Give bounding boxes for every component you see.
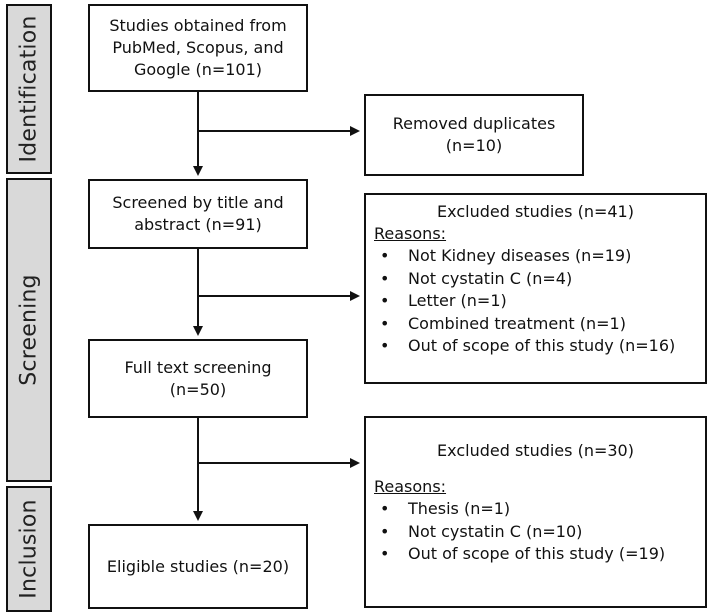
reason-item: • Out of scope of this study (=19): [374, 543, 697, 566]
phase-identification: Identification: [6, 4, 52, 174]
identified-line: Studies obtained from: [109, 16, 287, 35]
fulltext-line: Full text screening: [124, 357, 272, 377]
excluded-box-2: Excluded studies (n=30) Reasons: • Thesis…: [364, 416, 707, 608]
reason-item: • Not cystatin C (n=10): [374, 521, 697, 544]
reason-text: Not cystatin C (n=4): [408, 268, 573, 288]
identified-box: Studies obtained from PubMed, Scopus, an…: [88, 4, 308, 92]
reason-text: Thesis (n=1): [408, 499, 511, 518]
bullet-icon: •: [380, 291, 390, 310]
excluded-1-reasons-label: Reasons:: [374, 224, 447, 243]
bullet-icon: •: [380, 313, 390, 333]
bullet-icon: •: [380, 499, 390, 518]
reason-item: • Letter (n=1): [374, 290, 697, 313]
reason-item: • Not Kidney diseases (n=19): [374, 245, 697, 268]
identified-line: PubMed, Scopus, and: [112, 38, 284, 57]
excluded-2-title: Excluded studies (n=30): [437, 441, 634, 460]
excluded-2-reasons-list: • Thesis (n=1) • Not cystatin C (n=10) • Ou…: [374, 498, 697, 566]
screened-line: abstract (n=91): [134, 215, 262, 234]
reason-text: Letter (n=1): [408, 291, 507, 310]
eligible-line: Eligible studies (n=20): [106, 556, 290, 576]
reason-text: Out of scope of this study (n=16): [408, 336, 676, 355]
bullet-icon: •: [380, 268, 390, 288]
identified-line: Google (n=101): [133, 60, 263, 79]
excluded-1-title: Excluded studies (n=41): [437, 202, 634, 221]
duplicates-box: Removed duplicates (n=10): [364, 94, 584, 176]
bullet-icon: •: [380, 246, 390, 265]
eligible-box: Eligible studies (n=20): [88, 524, 308, 609]
reason-text: Not cystatin C (n=10): [408, 521, 583, 541]
bullet-icon: •: [380, 544, 390, 563]
reason-text: Out of scope of this study (=19): [408, 544, 666, 563]
excluded-1-reasons-list: • Not Kidney diseases (n=19) • Not cystati…: [374, 245, 697, 358]
bullet-icon: •: [380, 521, 390, 541]
duplicates-line: (n=10): [445, 136, 503, 155]
reason-item: • Out of scope of this study (n=16): [374, 335, 697, 358]
phase-inclusion: Inclusion: [6, 486, 52, 612]
reason-item: • Thesis (n=1): [374, 498, 697, 521]
reason-item: • Not cystatin C (n=4): [374, 268, 697, 291]
fulltext-box: Full text screening (n=50): [88, 339, 308, 418]
duplicates-line: Removed duplicates: [392, 114, 556, 133]
reason-item: • Combined treatment (n=1): [374, 313, 697, 336]
fulltext-line: (n=50): [169, 379, 227, 399]
bullet-icon: •: [380, 336, 390, 355]
phase-screening: Screening: [6, 178, 52, 482]
excluded-2-reasons-label: Reasons:: [374, 477, 447, 496]
reason-text: Not Kidney diseases (n=19): [408, 246, 632, 265]
excluded-box-1: Excluded studies (n=41) Reasons: • Not Ki…: [364, 193, 707, 384]
screened-box: Screened by title and abstract (n=91): [88, 179, 308, 249]
reason-text: Combined treatment (n=1): [408, 313, 626, 333]
screened-line: Screened by title and: [112, 193, 284, 212]
